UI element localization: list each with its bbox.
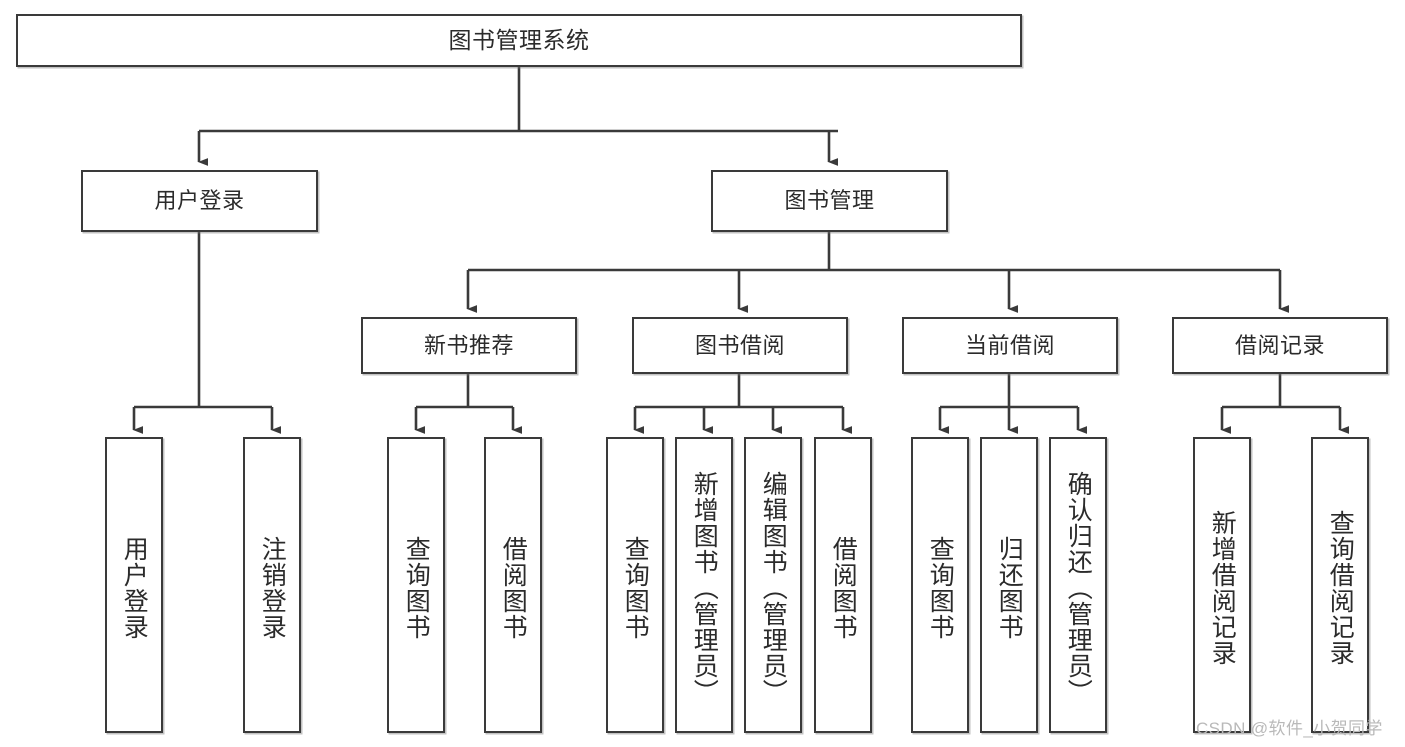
node-label: 查询借阅记录 [1326, 510, 1355, 666]
node-book-management[interactable]: 图书管理 [711, 170, 948, 232]
node-label: 借阅图书 [829, 536, 858, 640]
leaf-user-login[interactable]: 用户登录 [105, 437, 163, 733]
node-root-system[interactable]: 图书管理系统 [16, 14, 1022, 67]
leaf-current-confirm-return[interactable]: 确认归还（管理员） [1049, 437, 1107, 733]
node-label: 确认归还（管理员） [1064, 471, 1093, 705]
node-label: 图书管理系统 [448, 26, 590, 53]
leaf-record-add-record[interactable]: 新增借阅记录 [1193, 437, 1251, 733]
leaf-borrow-add-book[interactable]: 新增图书（管理员） [675, 437, 733, 733]
node-label: 新书推荐 [423, 332, 514, 358]
node-label: 归还图书 [995, 536, 1024, 640]
node-label: 查询图书 [402, 536, 431, 640]
node-label: 查询图书 [926, 536, 955, 640]
leaf-user-logout[interactable]: 注销登录 [243, 437, 301, 733]
leaf-borrow-edit-book[interactable]: 编辑图书（管理员） [744, 437, 802, 733]
node-label: 注销登录 [258, 536, 287, 640]
node-new-book-recommend[interactable]: 新书推荐 [361, 317, 577, 374]
leaf-record-query-record[interactable]: 查询借阅记录 [1311, 437, 1369, 733]
node-label: 当前借阅 [964, 332, 1055, 358]
leaf-recommend-query-book[interactable]: 查询图书 [387, 437, 445, 733]
leaf-current-query-book[interactable]: 查询图书 [911, 437, 969, 733]
node-label: 图书借阅 [694, 332, 785, 358]
node-label: 新增图书（管理员） [690, 471, 719, 705]
node-current-borrow[interactable]: 当前借阅 [902, 317, 1118, 374]
node-label: 图书管理 [784, 188, 875, 214]
node-label: 用户登录 [154, 188, 245, 214]
node-label: 借阅记录 [1234, 332, 1325, 358]
leaf-current-return-book[interactable]: 归还图书 [980, 437, 1038, 733]
node-borrow-record[interactable]: 借阅记录 [1172, 317, 1388, 374]
node-label: 用户登录 [120, 536, 149, 640]
node-label: 查询图书 [621, 536, 650, 640]
leaf-borrow-query-book[interactable]: 查询图书 [606, 437, 664, 733]
csdn-watermark: CSDN @软件_小贺同学 [1196, 719, 1383, 738]
node-user-login[interactable]: 用户登录 [81, 170, 318, 232]
node-label: 借阅图书 [499, 536, 528, 640]
node-book-borrow[interactable]: 图书借阅 [632, 317, 848, 374]
node-label: 编辑图书（管理员） [759, 471, 788, 705]
node-label: 新增借阅记录 [1208, 510, 1237, 666]
leaf-borrow-borrow-book[interactable]: 借阅图书 [814, 437, 872, 733]
leaf-recommend-borrow-book[interactable]: 借阅图书 [484, 437, 542, 733]
